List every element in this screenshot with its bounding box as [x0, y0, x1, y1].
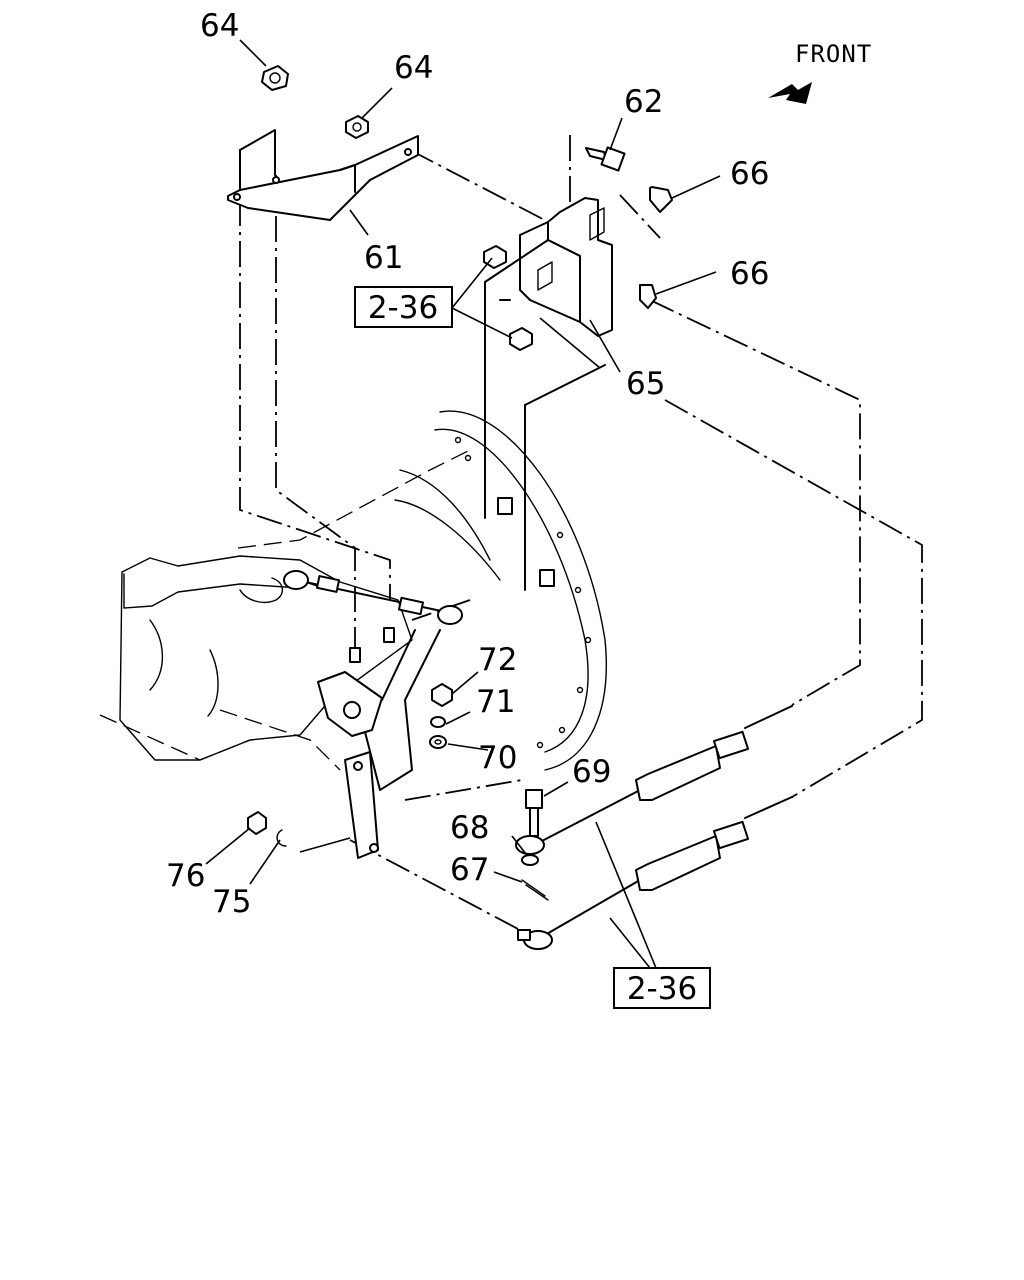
- front-arrow-icon: [768, 82, 812, 104]
- bolt-62: [585, 146, 626, 172]
- callout-65: 65: [626, 366, 665, 402]
- bracket-61: [227, 129, 419, 221]
- reference-box-upper[interactable]: 2-36: [354, 286, 453, 328]
- clip-66-upper: [649, 186, 673, 213]
- callout-66-lower: 66: [730, 256, 769, 292]
- callout-62: 62: [624, 84, 663, 120]
- clip-66-lower: [639, 284, 657, 309]
- callout-76: 76: [166, 858, 205, 894]
- assembly-lines: [239, 135, 923, 931]
- callouts: 64 64 62 66 66 61 65 72 71 70 69 68 67 7…: [166, 8, 769, 920]
- callout-71: 71: [476, 684, 515, 720]
- nut-76: [247, 811, 267, 835]
- callout-64-right: 64: [394, 50, 433, 86]
- bracket-65: [484, 197, 613, 591]
- washer-71: [430, 716, 446, 728]
- stud-trans-2: [383, 627, 395, 643]
- shift-rod: [283, 570, 463, 625]
- stud-right: [539, 569, 555, 587]
- bell-housing-ring: [394, 410, 607, 771]
- front-direction-label: FRONT: [795, 40, 872, 68]
- callout-75: 75: [212, 884, 251, 920]
- clip-75: [276, 829, 287, 847]
- reference-box-lower[interactable]: 2-36: [613, 967, 711, 1009]
- washer-68: [521, 854, 539, 866]
- pin-69: [525, 789, 543, 837]
- callout-70: 70: [478, 740, 517, 776]
- cable-lower: [517, 796, 793, 950]
- callout-72: 72: [478, 642, 517, 678]
- callout-68: 68: [450, 810, 489, 846]
- callout-67: 67: [450, 852, 489, 888]
- lever-plate: [317, 629, 441, 859]
- transmission-housing: [99, 449, 471, 771]
- nut-upper-2: [509, 327, 533, 351]
- stud-left: [497, 497, 513, 515]
- nut-64-top: [261, 65, 289, 91]
- reference-label-lower: 2-36: [627, 971, 697, 1007]
- nut-72: [431, 683, 453, 707]
- cotter-pin-67: [521, 879, 549, 901]
- nut-upper-1: [483, 245, 507, 269]
- washer-70: [429, 735, 447, 749]
- reference-label-upper: 2-36: [368, 290, 438, 326]
- callout-64-top: 64: [200, 8, 239, 44]
- stud-trans-1: [349, 647, 361, 663]
- nut-64-right: [345, 115, 369, 139]
- leader-lines: [205, 39, 721, 969]
- cable-upper: [515, 705, 793, 855]
- callout-69: 69: [572, 754, 611, 790]
- callout-61: 61: [364, 240, 403, 276]
- callout-66-upper: 66: [730, 156, 769, 192]
